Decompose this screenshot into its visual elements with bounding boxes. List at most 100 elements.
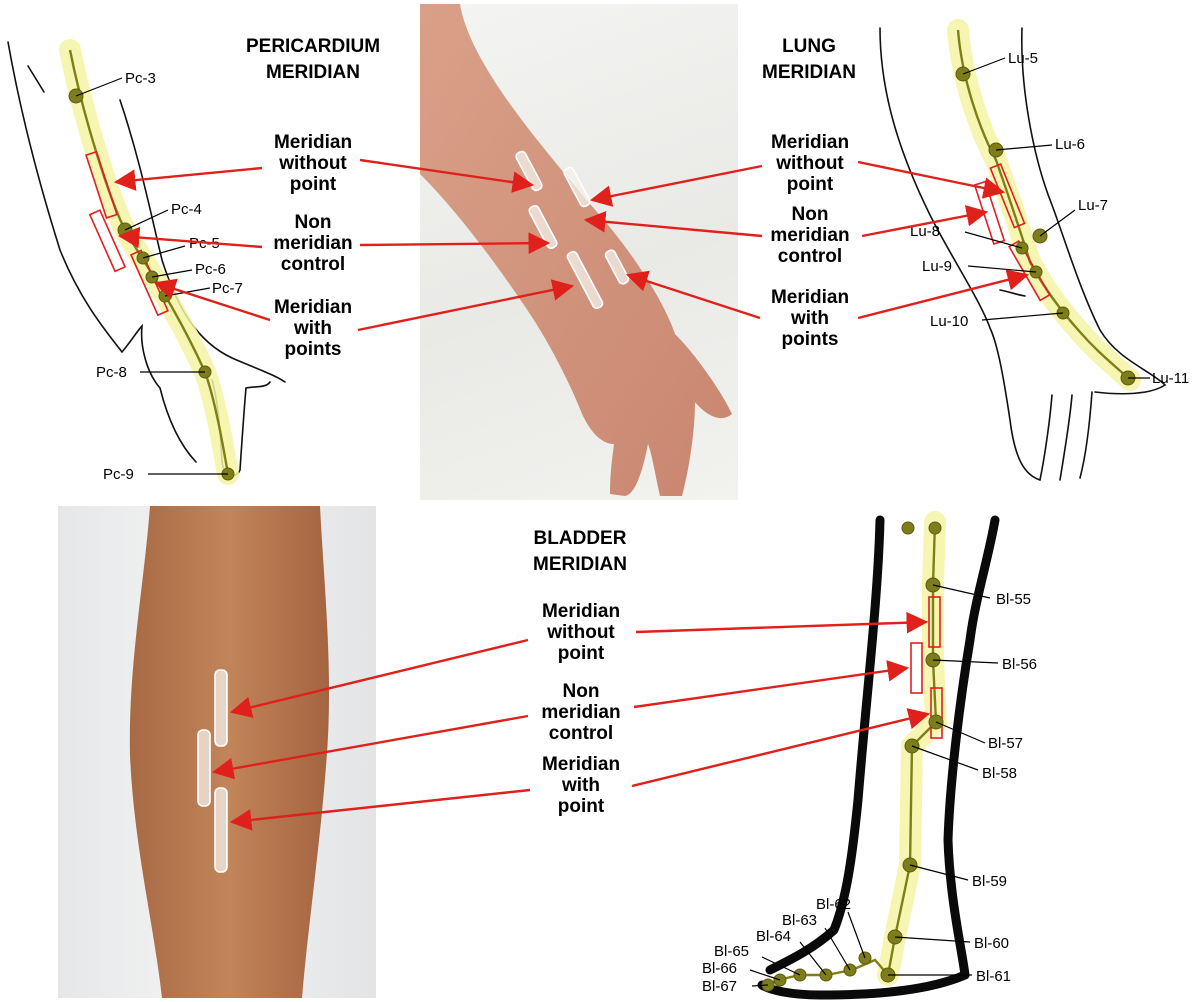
lung-meridian-line (956, 29, 1131, 381)
leader-lu-6 (995, 144, 1053, 151)
point-label-lu-5: Lu-5 (1008, 50, 1038, 67)
leader-bl-57 (935, 721, 986, 744)
lung-label-non-3: control (778, 246, 842, 267)
bladder-leg-outline-front (757, 515, 1000, 1000)
point-label-pc-4: Pc-4 (171, 201, 202, 218)
bladder-title-line2: MERIDIAN (533, 554, 627, 575)
leader-pc-6 (151, 269, 193, 278)
arrow-lu-non-to-diagram (861, 205, 989, 238)
leader-bl-55 (932, 584, 991, 599)
leader-lu-7 (1039, 209, 1076, 237)
point-label-lu-11: Lu-11 (1152, 370, 1189, 387)
point-label-bl-59: Bl-59 (972, 873, 1007, 890)
pericardium-hand-outline (121, 323, 197, 463)
bladder-leg-drawing: Bl-55 Bl-56 Bl-57 Bl-58 Bl-59 Bl-60 Bl-6… (702, 511, 1037, 1000)
bladder-label-non-2: meridian (541, 702, 620, 723)
lung-arm-outline-right (1021, 27, 1167, 395)
arrow-bl-non-to-diagram (633, 660, 910, 709)
lung-label-without-3: point (787, 174, 834, 195)
leader-bl-58 (911, 745, 979, 771)
arrow-bl-without-to-diagram (635, 611, 929, 634)
point-label-lu-7: Lu-7 (1078, 197, 1108, 214)
forearm-strip-with-points-2 (604, 249, 630, 285)
lung-wrist-crease (999, 289, 1026, 297)
lung-label-without-2: without (775, 153, 844, 174)
point-label-bl-61: Bl-61 (976, 968, 1011, 985)
pericardium-label-non-3: control (281, 254, 345, 275)
bladder-box-non-meridian (910, 642, 923, 694)
pericardium-label-without-3: point (290, 174, 337, 195)
arrow-lu-with-to-photo (625, 270, 761, 320)
pericardium-box-without-point (85, 150, 118, 219)
bladder-title-line1: BLADDER (534, 528, 627, 549)
leader-bl-56 (932, 659, 999, 664)
point-label-bl-57: Bl-57 (988, 735, 1023, 752)
bladder-box-without-point (928, 596, 941, 648)
point-label-bl-56: Bl-56 (1002, 656, 1037, 673)
point-label-bl-66: Bl-66 (702, 960, 737, 977)
pericardium-label-without-1: Meridian (274, 132, 352, 153)
arrow-lu-without-to-photo (589, 164, 763, 207)
arrow-pc-non-to-diagram (117, 226, 263, 249)
bladder-label-non-1: Non (563, 681, 600, 702)
bladder-label-without-3: point (558, 643, 605, 664)
pericardium-label-non-1: Non (295, 212, 332, 233)
calf-photo-drawing (129, 506, 330, 998)
calf-skin (129, 506, 330, 998)
arrow-pc-with-to-photo (357, 279, 575, 332)
bladder-label-with-2: with (561, 775, 600, 796)
point-label-bl-60: Bl-60 (974, 935, 1009, 952)
leader-pc-4 (124, 209, 169, 231)
lung-label-with-2: with (790, 308, 829, 329)
lung-title-line1: LUNG (782, 36, 836, 57)
calf-strip-with-point (214, 787, 228, 873)
forearm-strip-without-point-2 (563, 166, 591, 208)
lung-arm-drawing: Lu-5 Lu-6 Lu-7 Lu-8 Lu-9 Lu-10 Lu-11 (879, 19, 1189, 481)
bladder-label-without-1: Meridian (542, 601, 620, 622)
forearm-skin (420, 4, 732, 496)
arrow-pc-with-to-diagram (153, 278, 271, 322)
leader-bl-59 (909, 864, 969, 881)
arrow-lu-without-to-diagram (857, 160, 1006, 199)
arrow-bl-with-to-diagram (631, 708, 931, 788)
leader-bl-63 (824, 927, 851, 971)
arrow-pc-without-to-photo (359, 158, 535, 193)
arrows (113, 158, 1030, 831)
lung-arm-outline-left (879, 27, 1041, 481)
pericardium-label-without-2: without (278, 153, 347, 174)
leader-pc-5 (142, 245, 186, 259)
pericardium-box-non-meridian (88, 209, 127, 273)
pericardium-title-line2: MERIDIAN (266, 62, 360, 83)
point-label-bl-63: Bl-63 (782, 912, 817, 929)
pericardium-label-with-3: points (285, 339, 342, 360)
lung-label-non-2: meridian (770, 225, 849, 246)
point-label-pc-6: Pc-6 (195, 261, 226, 278)
point-label-lu-6: Lu-6 (1055, 136, 1085, 153)
bladder-label-non-3: control (549, 723, 613, 744)
leader-bl-66 (749, 969, 781, 981)
leader-lu-8 (964, 231, 1023, 249)
leader-bl-67 (751, 984, 769, 987)
pericardium-labels: Meridian without point Non meridian cont… (273, 132, 352, 360)
point-label-bl-67: Bl-67 (702, 978, 737, 995)
point-label-bl-58: Bl-58 (982, 765, 1017, 782)
point-label-lu-8: Lu-8 (910, 223, 940, 240)
point-label-bl-62: Bl-62 (816, 896, 851, 913)
lung-fingers-outline (1039, 391, 1093, 481)
bladder-leg-outline-back (765, 515, 885, 975)
point-label-pc-7: Pc-7 (212, 280, 243, 297)
lung-label-with-1: Meridian (771, 287, 849, 308)
pericardium-label-with-1: Meridian (274, 297, 352, 318)
arrow-lu-non-to-photo (583, 211, 763, 238)
lung-label-with-3: points (782, 329, 839, 350)
point-label-bl-55: Bl-55 (996, 591, 1031, 608)
lung-label-without-1: Meridian (771, 132, 849, 153)
bladder-upper-point (901, 521, 915, 535)
arrow-bl-with-to-photo (229, 788, 531, 831)
bladder-upper-point-2 (928, 521, 942, 535)
lung-labels: Meridian without point Non meridian cont… (770, 132, 849, 350)
forearm-strip-with-points (566, 250, 604, 310)
point-label-pc-3: Pc-3 (125, 70, 156, 87)
bladder-label-with-1: Meridian (542, 754, 620, 775)
